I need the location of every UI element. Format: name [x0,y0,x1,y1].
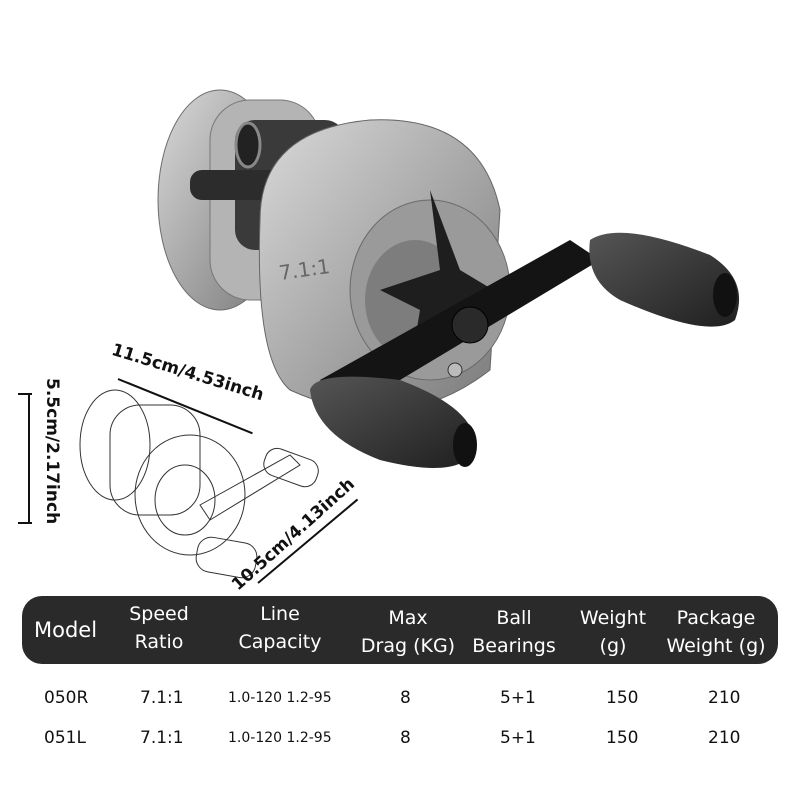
cell-max-drag: 8 [400,688,411,708]
table-row: 051L 7.1:1 1.0-120 1.2-95 8 5+1 150 210 [22,728,778,758]
cell-weight: 150 [606,688,639,708]
cell-ball-bearings: 5+1 [500,688,536,708]
dimension-height-label: 5.5cm/2.17inch [42,378,62,525]
cell-max-drag: 8 [400,728,411,748]
product-photo: 7.1:1 [150,40,750,500]
cell-speed-ratio: 7.1:1 [140,688,184,708]
dimension-height-tick-bottom [18,522,32,524]
cell-package-weight: 210 [708,728,741,748]
cell-speed-ratio: 7.1:1 [140,728,184,748]
cell-line-capacity: 1.0-120 1.2-95 [228,690,332,706]
cell-ball-bearings: 5+1 [500,728,536,748]
header-weight: Weight(g) [579,607,647,657]
dimension-height-tick-top [18,393,32,395]
cell-model: 051L [44,728,86,748]
header-model: Model [34,618,98,642]
reel-outline-icon [79,389,319,579]
dimension-height-line [28,394,30,524]
cell-line-capacity: 1.0-120 1.2-95 [228,730,332,746]
cell-package-weight: 210 [708,688,741,708]
reel-line-drawing [70,385,340,585]
fishing-reel-icon: 7.1:1 [157,89,740,468]
table-row: 050R 7.1:1 1.0-120 1.2-95 8 5+1 150 210 [22,688,778,718]
cell-weight: 150 [606,728,639,748]
cell-model: 050R [44,688,89,708]
